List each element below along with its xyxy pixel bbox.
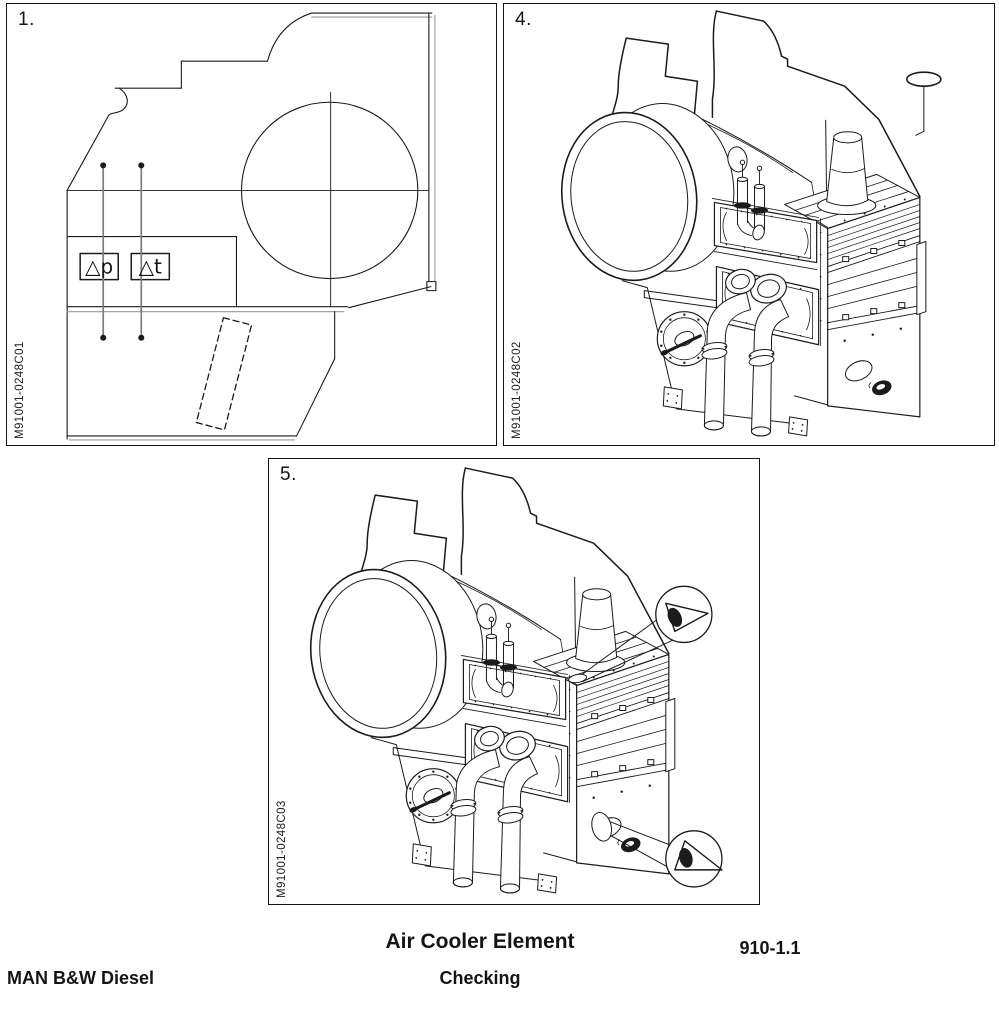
air-cooler-inspection-drawing xyxy=(298,466,723,895)
company-name: MAN B&W Diesel xyxy=(7,968,155,988)
engine-section-side-view-drawing: △p △t xyxy=(66,12,437,441)
section-number: 910-1.1 xyxy=(739,938,801,958)
plug-oval xyxy=(906,71,942,88)
delta-t-label: △t xyxy=(139,255,162,279)
figure-5-number: 5. xyxy=(280,464,297,485)
figure-4-drawing-code: M91001-0248C02 xyxy=(511,341,523,439)
inspection-eye-icon-bottom xyxy=(665,830,723,888)
inspection-wedge-top xyxy=(568,606,680,684)
page-subtitle: Checking xyxy=(439,968,521,988)
figure-1-drawing-code: M91001-0248C01 xyxy=(14,341,26,439)
figure-4-number: 4. xyxy=(515,9,532,30)
delta-p-label: △p xyxy=(85,255,113,279)
inspection-eye-icon-top xyxy=(655,585,713,644)
cooler-element-dashed-outline xyxy=(195,317,253,431)
figure-5-drawing-code: M91001-0248C03 xyxy=(276,800,288,898)
air-cooler-isometric-drawing xyxy=(549,9,942,438)
delta-p-box xyxy=(79,252,119,281)
figure-1-panel: △p △t 1. M91001-0248C01 xyxy=(6,3,497,446)
page-title: Air Cooler Element xyxy=(385,930,575,953)
plug-callout xyxy=(906,71,942,136)
measuring-lines xyxy=(102,164,143,339)
delta-t-box xyxy=(130,252,171,281)
figure-4-panel: 4. M91001-0248C02 xyxy=(503,3,995,446)
figure-5-panel: 5. M91001-0248C03 xyxy=(268,458,760,905)
figure-1-number: 1. xyxy=(18,9,35,30)
